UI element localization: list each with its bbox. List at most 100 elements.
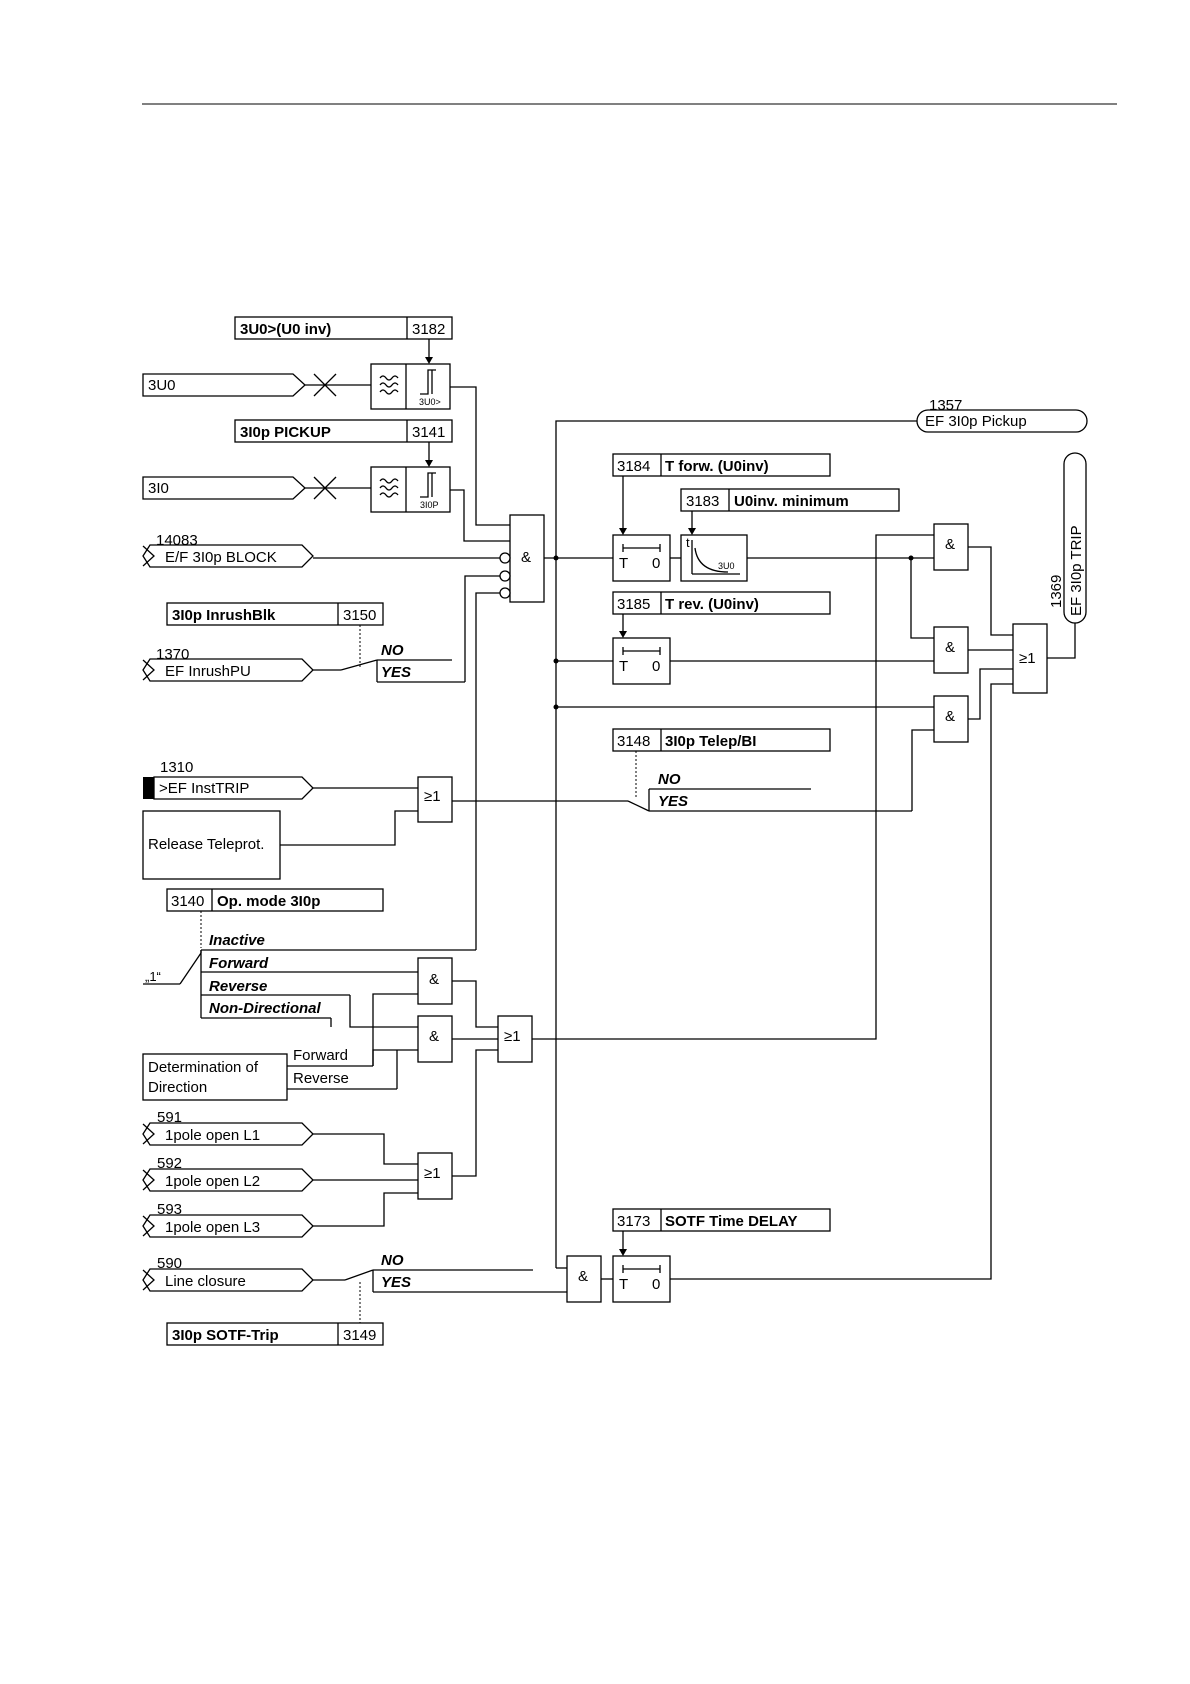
svg-text:NO: NO: [381, 642, 404, 659]
svg-text:3I0p SOTF-Trip: 3I0p SOTF-Trip: [172, 1327, 279, 1344]
input-1pole-l1: 591 1pole open L1: [142, 1109, 314, 1146]
svg-text:3I0: 3I0: [148, 480, 169, 497]
and-gate-sotf: &: [566, 1255, 602, 1303]
and-gate-3: &: [933, 695, 969, 743]
threshold-icon: [420, 369, 436, 395]
svg-text:E/F 3I0p BLOCK: E/F 3I0p BLOCK: [165, 549, 277, 566]
svg-text:&: &: [429, 1028, 439, 1045]
svg-text:3183: 3183: [686, 493, 719, 510]
svg-text:3I0p Telep/BI: 3I0p Telep/BI: [665, 733, 756, 750]
svg-text:&: &: [578, 1268, 588, 1285]
threshold-icon: [420, 472, 436, 498]
svg-text:&: &: [429, 971, 439, 988]
svg-text:YES: YES: [658, 793, 688, 810]
input-3i0: 3I0: [142, 476, 306, 500]
or-gate-direction: ≥1: [497, 1015, 533, 1063]
svg-text:3I0P: 3I0P: [420, 500, 439, 510]
svg-text:3185: 3185: [617, 596, 650, 613]
or-gate-teleprot: ≥1: [417, 776, 453, 823]
svg-text:Reverse: Reverse: [293, 1070, 349, 1087]
input-ef-inrushpu: 1370 EF InrushPU: [142, 646, 314, 682]
svg-text:3I0p InrushBlk: 3I0p InrushBlk: [172, 607, 276, 624]
svg-text:0: 0: [652, 1276, 660, 1293]
filter-icon: [379, 478, 399, 498]
svg-text:1pole open L1: 1pole open L1: [165, 1127, 260, 1144]
svg-text:≥1: ≥1: [504, 1028, 521, 1045]
or-gate-1pole: ≥1: [417, 1152, 453, 1200]
svg-text:Line closure: Line closure: [165, 1273, 246, 1290]
i0-filter-threshold-block: 3I0P: [370, 466, 451, 513]
and-gate-main: &: [499, 514, 545, 603]
svg-text:NO: NO: [381, 1252, 404, 1269]
input-ef-block: 14083 E/F 3I0p BLOCK: [142, 532, 314, 568]
svg-text:3149: 3149: [343, 1327, 376, 1344]
and-gate-forward: &: [417, 957, 453, 1005]
svg-text:3184: 3184: [617, 458, 650, 475]
svg-text:590: 590: [157, 1255, 182, 1272]
param-t-rev: 3185 T rev. (U0inv): [612, 591, 831, 615]
svg-text:592: 592: [157, 1155, 182, 1172]
svg-text:Inactive: Inactive: [209, 932, 265, 949]
param-3u0-u0inv: 3U0>(U0 inv) 3182: [234, 316, 453, 340]
svg-text:T forw. (U0inv): T forw. (U0inv): [665, 458, 769, 475]
svg-text:1369: 1369: [1048, 575, 1065, 608]
svg-text:U0inv. minimum: U0inv. minimum: [734, 493, 849, 510]
svg-text:3150: 3150: [343, 607, 376, 624]
svg-text:EF 3I0p TRIP: EF 3I0p TRIP: [1068, 525, 1085, 616]
param-3i0p-pickup: 3I0p PICKUP 3141: [234, 419, 453, 443]
param-sotf-delay: 3173 SOTF Time DELAY: [612, 1208, 831, 1232]
svg-text:3I0p PICKUP: 3I0p PICKUP: [240, 424, 331, 441]
svg-text:3U0>(U0 inv): 3U0>(U0 inv): [240, 321, 331, 338]
svg-text:YES: YES: [381, 1274, 411, 1291]
svg-text:T: T: [619, 555, 628, 572]
svg-text:&: &: [945, 536, 955, 553]
svg-text:>EF InstTRIP: >EF InstTRIP: [159, 780, 249, 797]
svg-text:YES: YES: [381, 664, 411, 681]
svg-text:3U0: 3U0: [148, 377, 176, 394]
switch-telep: NO YES: [452, 771, 912, 812]
svg-text:Non-Directional: Non-Directional: [209, 1000, 322, 1017]
svg-text:Forward: Forward: [209, 955, 269, 972]
svg-text:Release Teleprot.: Release Teleprot.: [148, 836, 264, 853]
svg-text:≥1: ≥1: [424, 788, 441, 805]
direction-block: Determination of Direction Forward Rever…: [142, 1047, 349, 1101]
svg-text:SOTF Time DELAY: SOTF Time DELAY: [665, 1213, 798, 1230]
switch-inrush: NO YES: [313, 642, 465, 683]
svg-text:T: T: [619, 658, 628, 675]
svg-text:Reverse: Reverse: [209, 978, 267, 995]
svg-text:3173: 3173: [617, 1213, 650, 1230]
svg-text:3148: 3148: [617, 733, 650, 750]
release-teleprot-block: Release Teleprot.: [142, 810, 281, 880]
svg-text:1310: 1310: [160, 759, 193, 776]
svg-text:Op. mode 3I0p: Op. mode 3I0p: [217, 893, 320, 910]
param-sotf-trip: 3I0p SOTF-Trip 3149: [166, 1322, 384, 1346]
input-1pole-l2: 592 1pole open L2: [142, 1155, 314, 1192]
timer-sotf: T 0: [612, 1255, 671, 1303]
param-inrush-blk: 3I0p InrushBlk 3150: [166, 602, 384, 626]
svg-text:„1“: „1“: [145, 969, 161, 984]
svg-text:1pole open L2: 1pole open L2: [165, 1173, 260, 1190]
or-gate-trip: ≥1: [1012, 623, 1048, 694]
svg-text:NO: NO: [658, 771, 681, 788]
switch-opmode: Inactive Forward Reverse Non-Directional…: [143, 932, 476, 1019]
and-gate-reverse: &: [417, 1015, 453, 1063]
svg-text:591: 591: [157, 1109, 182, 1126]
svg-text:3182: 3182: [412, 321, 445, 338]
svg-text:3140: 3140: [171, 893, 204, 910]
cross-mark-icon: [313, 476, 337, 500]
svg-text:3U0: 3U0: [718, 561, 735, 571]
param-t-forw: 3184 T forw. (U0inv): [612, 453, 831, 477]
timer-forward: T 0: [612, 534, 671, 582]
input-line-closure: 590 Line closure: [142, 1255, 314, 1292]
cross-mark-icon: [313, 373, 337, 397]
switch-sotf: NO YES: [313, 1252, 535, 1293]
svg-text:3U0>: 3U0>: [419, 397, 441, 407]
output-ef-trip: EF 3I0p TRIP 1369: [1048, 452, 1087, 624]
svg-text:593: 593: [157, 1201, 182, 1218]
svg-text:Determination of: Determination of: [148, 1059, 259, 1076]
svg-text:EF InrushPU: EF InrushPU: [165, 663, 251, 680]
svg-text:1pole open L3: 1pole open L3: [165, 1219, 260, 1236]
timer-reverse: T 0: [612, 637, 671, 685]
svg-text:0: 0: [652, 658, 660, 675]
